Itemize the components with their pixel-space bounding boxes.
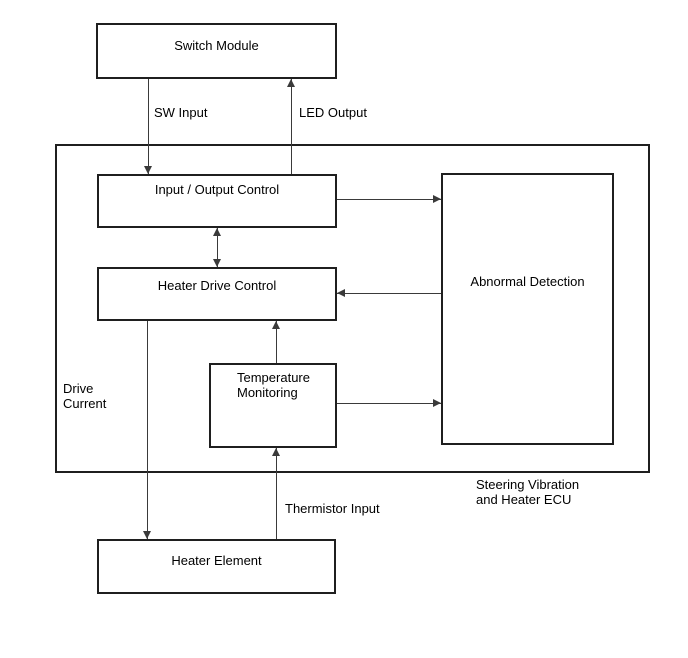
drive-current-label-line1: Drive [63, 381, 94, 396]
sw-input-line [148, 79, 149, 174]
temp-to-heater-drive-line [276, 321, 277, 363]
abnormal-to-heater-drive-line [337, 293, 441, 294]
heater-drive-control-label: Heater Drive Control [157, 278, 277, 293]
io-to-abnormal-arrowhead [433, 195, 441, 203]
temp-to-abnormal-arrowhead [433, 399, 441, 407]
temperature-monitoring-label: Temperature Monitoring [211, 365, 335, 400]
thermistor-input-arrowhead [272, 448, 280, 456]
temp-to-abnormal-line [337, 403, 441, 404]
led-output-arrowhead [287, 79, 295, 87]
drive-current-label-line2: Current [63, 396, 107, 411]
sw-input-label: SW Input [154, 105, 208, 120]
temperature-monitoring-box: Temperature Monitoring [209, 363, 337, 448]
ecu-label-line2: and Heater ECU [476, 492, 572, 507]
sw-input-arrowhead [144, 166, 152, 174]
heater-drive-control-box: Heater Drive Control [97, 267, 337, 321]
drive-current-line [147, 321, 148, 539]
io-to-abnormal-line [337, 199, 441, 200]
thermistor-input-line [276, 448, 277, 539]
steering-vibration-heater-ecu-label: Steering Vibration and Heater ECU [476, 477, 579, 507]
input-output-control-label: Input / Output Control [154, 182, 280, 197]
io-heater-drive-line [217, 228, 218, 267]
temperature-monitoring-label-line2: Monitoring [237, 385, 298, 400]
thermistor-input-label: Thermistor Input [285, 501, 380, 516]
led-output-label: LED Output [299, 105, 367, 120]
abnormal-detection-box: Abnormal Detection [441, 173, 614, 445]
abnormal-detection-label: Abnormal Detection [470, 274, 585, 289]
led-output-line [291, 79, 292, 174]
io-heater-drive-arrowhead-up [213, 228, 221, 236]
drive-current-label: Drive Current [63, 381, 106, 411]
drive-current-arrowhead [143, 531, 151, 539]
heater-element-label: Heater Element [171, 553, 262, 568]
switch-module-box: Switch Module [96, 23, 337, 79]
heater-element-box: Heater Element [97, 539, 336, 594]
temperature-monitoring-label-line1: Temperature [237, 370, 310, 385]
switch-module-label: Switch Module [174, 38, 259, 53]
temp-to-heater-drive-arrowhead [272, 321, 280, 329]
steering-vibration-heater-ecu-box [55, 144, 650, 473]
io-heater-drive-arrowhead-down [213, 259, 221, 267]
ecu-label-line1: Steering Vibration [476, 477, 580, 492]
input-output-control-box: Input / Output Control [97, 174, 337, 228]
abnormal-to-heater-drive-arrowhead [337, 289, 345, 297]
